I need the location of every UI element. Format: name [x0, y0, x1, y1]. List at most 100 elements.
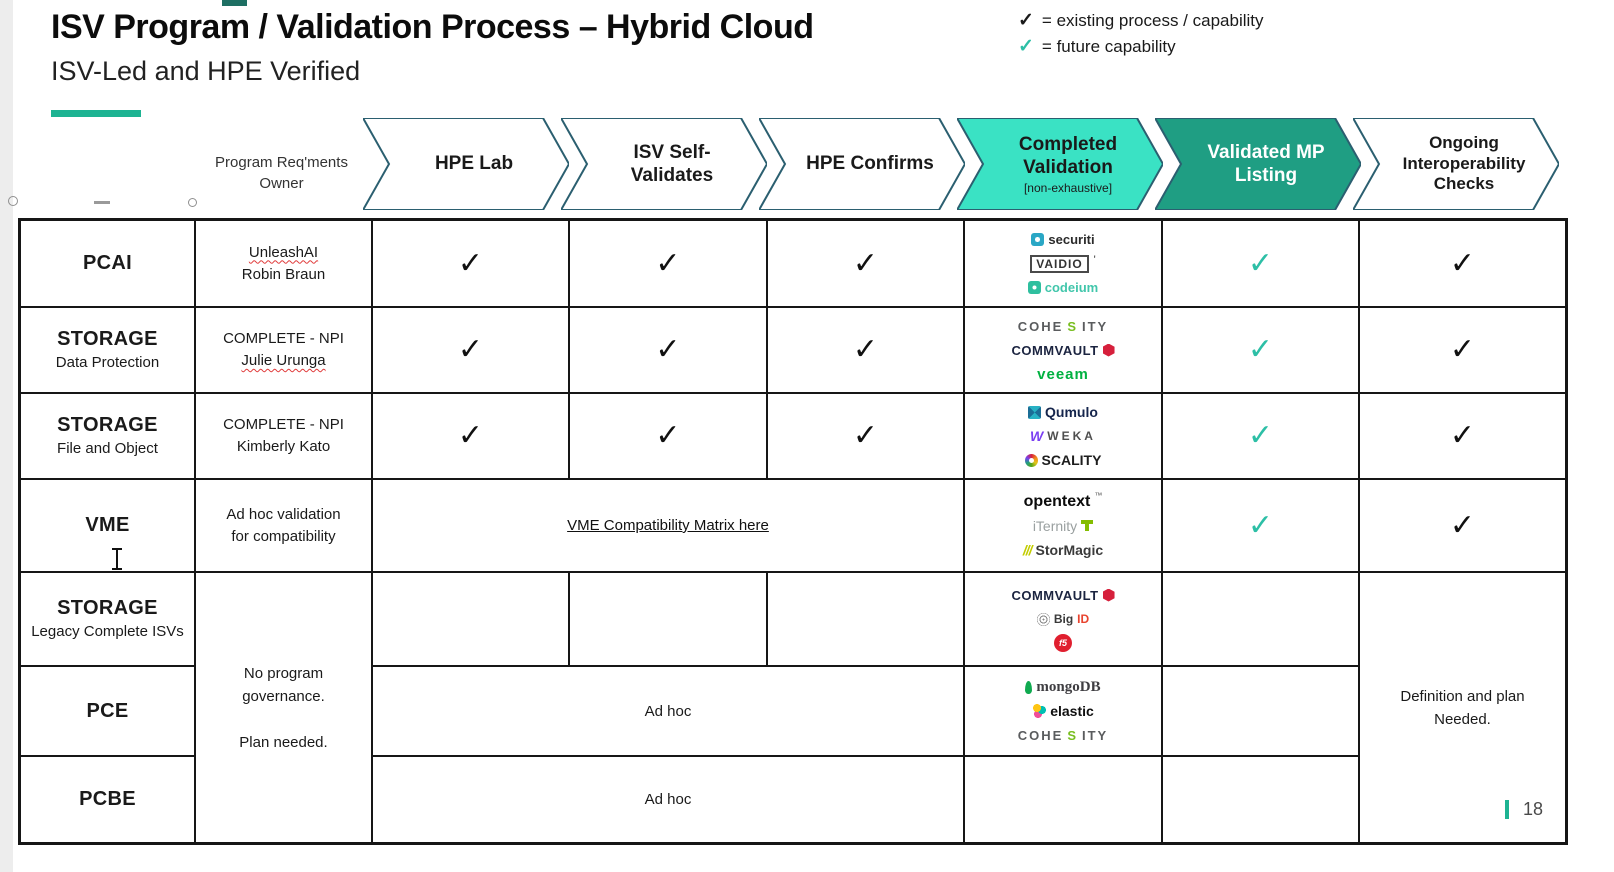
ongoing-checks-cell: ✓ — [1360, 394, 1565, 480]
owner-line: COMPLETE - NPI — [223, 330, 344, 347]
stage-label: Completed — [1018, 133, 1118, 155]
future-check-icon: ✓ — [1247, 419, 1274, 452]
owner-header-line: Owner — [259, 175, 304, 192]
page-title: ISV Program / Validation Process – Hybri… — [51, 8, 814, 46]
validated-mp-cell: ✓ — [1163, 308, 1360, 394]
selection-handle — [8, 196, 18, 206]
vaidio-logo: VAIDIO' — [1030, 254, 1096, 273]
stage-chevron-isv-self-validates: ISV Self-Validates — [561, 118, 767, 210]
bigid-icon — [1036, 612, 1050, 626]
chevron-shape — [363, 118, 569, 210]
stage-label: Interoperability — [1402, 153, 1526, 173]
adhoc-cell: Ad hoc — [373, 757, 965, 842]
stage-chevron-hpe-lab: HPE Lab — [363, 118, 569, 210]
validated-mp-cell: ✓ — [1163, 221, 1360, 308]
hpe-lab-cell-empty — [373, 573, 570, 667]
vme-matrix-link[interactable]: VME Compatibility Matrix here — [567, 517, 769, 534]
check-icon: ✓ — [655, 246, 681, 280]
hpe-confirms-cell-empty — [768, 573, 965, 667]
owner-line: Robin Braun — [241, 265, 326, 283]
securiti-icon — [1031, 233, 1045, 246]
check-icon: ✓ — [852, 246, 879, 280]
hpe-lab-cell: ✓ — [373, 221, 570, 308]
owner-header-line: Program Req'ments — [215, 154, 348, 171]
decorative-fragment — [222, 0, 247, 6]
text-cursor — [112, 548, 122, 570]
mongodb-logo: mongoDB — [1025, 678, 1101, 697]
definition-text: Definition and plan Needed. — [1400, 687, 1525, 728]
commvault-logo: COMMVAULT — [1011, 341, 1115, 360]
no-governance-line: governance. — [242, 687, 325, 705]
owner-line: COMPLETE - NPI — [223, 416, 344, 433]
future-check-icon: ✓ — [1247, 508, 1274, 542]
owner-line: Ad hoc validation — [226, 505, 341, 523]
vme-matrix-cell: VME Compatibility Matrix here — [373, 480, 965, 573]
category-label: PCBE — [79, 788, 136, 810]
category-sublabel: File and Object — [57, 439, 158, 457]
stage-note: [non-exhaustive] — [1023, 180, 1113, 195]
isv-self-validates-cell: ✓ — [570, 221, 768, 308]
chevron-shape — [759, 118, 965, 210]
category-cell-vme: VME — [21, 480, 196, 573]
commvault-logo: COMMVAULT — [1011, 586, 1115, 605]
future-check-icon: ✓ — [1018, 36, 1034, 57]
legend-existing: ✓ = existing process / capability — [1018, 8, 1264, 34]
owner-cell: COMPLETE - NPI Kimberly Kato — [196, 394, 373, 480]
f5-logo: f5 — [1054, 634, 1072, 653]
category-label: VME — [85, 514, 130, 536]
check-icon: ✓ — [655, 333, 681, 366]
stage-label: Validates — [630, 165, 714, 186]
commvault-icon — [1102, 588, 1115, 602]
adhoc-label: Ad hoc — [644, 791, 692, 808]
existing-check-icon: ✓ — [1018, 10, 1034, 31]
check-icon: ✓ — [457, 246, 484, 280]
check-icon: ✓ — [1449, 246, 1476, 280]
validated-mp-cell-empty — [1163, 573, 1360, 667]
stage-label: Checks — [1433, 174, 1495, 194]
check-icon: ✓ — [852, 419, 879, 452]
scality-icon — [1024, 453, 1038, 467]
screen-edge-strip — [0, 0, 13, 872]
adhoc-label: Ad hoc — [644, 702, 692, 720]
hpe-confirms-cell: ✓ — [768, 221, 965, 308]
validated-mp-cell: ✓ — [1163, 480, 1360, 573]
category-sublabel: Data Protection — [55, 353, 160, 371]
stormagic-icon: /// — [1022, 541, 1033, 558]
weka-icon: W — [1030, 428, 1044, 444]
chevron-shape — [1353, 118, 1559, 210]
hpe-lab-cell: ✓ — [373, 308, 570, 394]
securiti-logo: securiti — [1031, 230, 1095, 249]
isv-self-validates-cell-empty — [570, 573, 768, 667]
category-label: STORAGE — [57, 596, 158, 619]
check-icon: ✓ — [852, 333, 879, 366]
isv-self-validates-cell: ✓ — [570, 308, 768, 394]
check-icon: ✓ — [1449, 333, 1476, 366]
definition-needed-cell: Definition and plan Needed. 18 — [1360, 573, 1565, 842]
slide-number: 18 — [1504, 799, 1543, 820]
codeium-logo: codeium — [1027, 278, 1098, 297]
legend-future: ✓ = future capability — [1018, 34, 1264, 60]
category-label: PCAI — [83, 252, 132, 274]
qumulo-icon — [1028, 405, 1042, 419]
validated-mp-cell-empty — [1163, 757, 1360, 842]
chevron-shape — [957, 118, 1163, 210]
stage-label: ISV Self- — [633, 141, 711, 163]
check-icon: ✓ — [457, 419, 484, 452]
hpe-confirms-cell: ✓ — [768, 308, 965, 394]
completed-validation-cell: securiti VAIDIO' codeium — [965, 221, 1163, 308]
check-icon: ✓ — [655, 419, 681, 452]
chevron-shape — [561, 118, 767, 210]
legend-future-label: = future capability — [1041, 37, 1176, 56]
validated-mp-cell: ✓ — [1163, 394, 1360, 480]
mongodb-icon — [1025, 680, 1033, 694]
owner-line: Kimberly Kato — [236, 438, 331, 455]
category-label: STORAGE — [57, 413, 158, 436]
slide-number-bar — [1504, 800, 1509, 819]
